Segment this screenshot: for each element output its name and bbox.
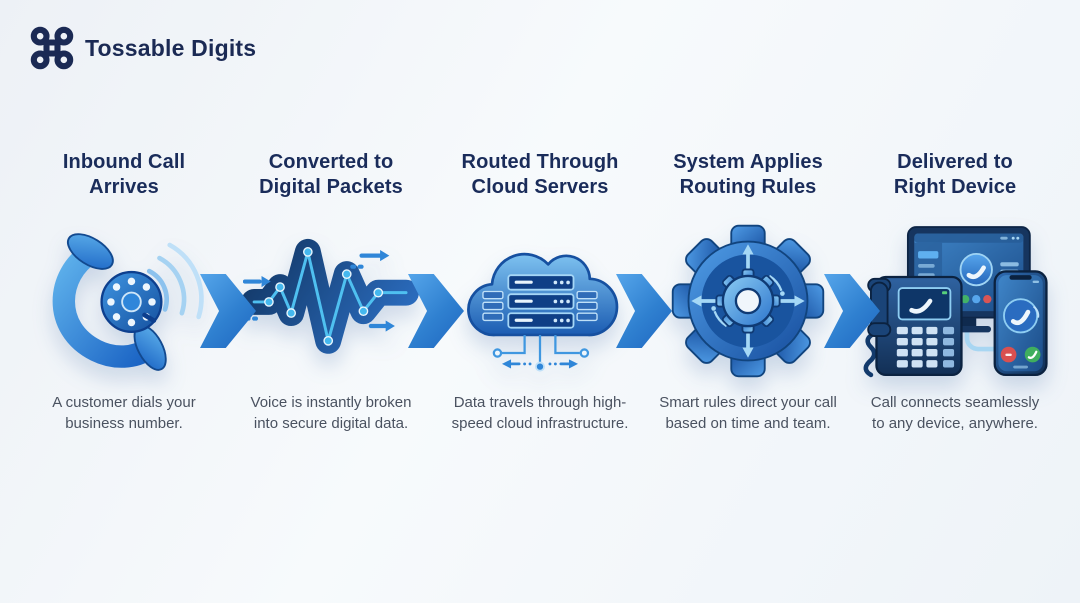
step-title: Converted to Digital Packets — [259, 151, 403, 198]
devices-icon — [849, 216, 1061, 386]
gear-routing-icon — [642, 216, 854, 386]
cloud-servers-icon — [434, 216, 646, 386]
brand-name: Tossable Digits — [85, 34, 257, 61]
waveform-icon — [225, 216, 437, 386]
brand-header: Tossable Digits — [30, 26, 256, 70]
step-inbound-call: Inbound Call Arrives — [18, 150, 230, 435]
command-icon — [30, 26, 74, 70]
step-digital-packets: Converted to Digital Packets — [225, 150, 437, 435]
phone-icon — [18, 216, 230, 386]
step-title: Delivered to Right Device — [893, 151, 1017, 198]
step-routing-rules: System Applies Routing Rules — [642, 150, 854, 435]
step-description: Voice is instantly broken into secure di… — [250, 394, 412, 433]
step-description: Data travels through high-speed cloud in… — [451, 394, 629, 433]
step-cloud-servers: Routed Through Cloud Servers — [434, 150, 646, 435]
step-title: System Applies Routing Rules — [673, 151, 823, 198]
step-title: Routed Through Cloud Servers — [461, 151, 619, 198]
step-title: Inbound Call Arrives — [62, 151, 186, 198]
step-description: A customer dials your business number. — [52, 394, 196, 433]
step-description: Smart rules direct your call based on ti… — [659, 394, 837, 433]
step-description: Call connects seamlessly to any device, … — [870, 394, 1040, 433]
step-right-device: Delivered to Right Device — [849, 150, 1061, 435]
